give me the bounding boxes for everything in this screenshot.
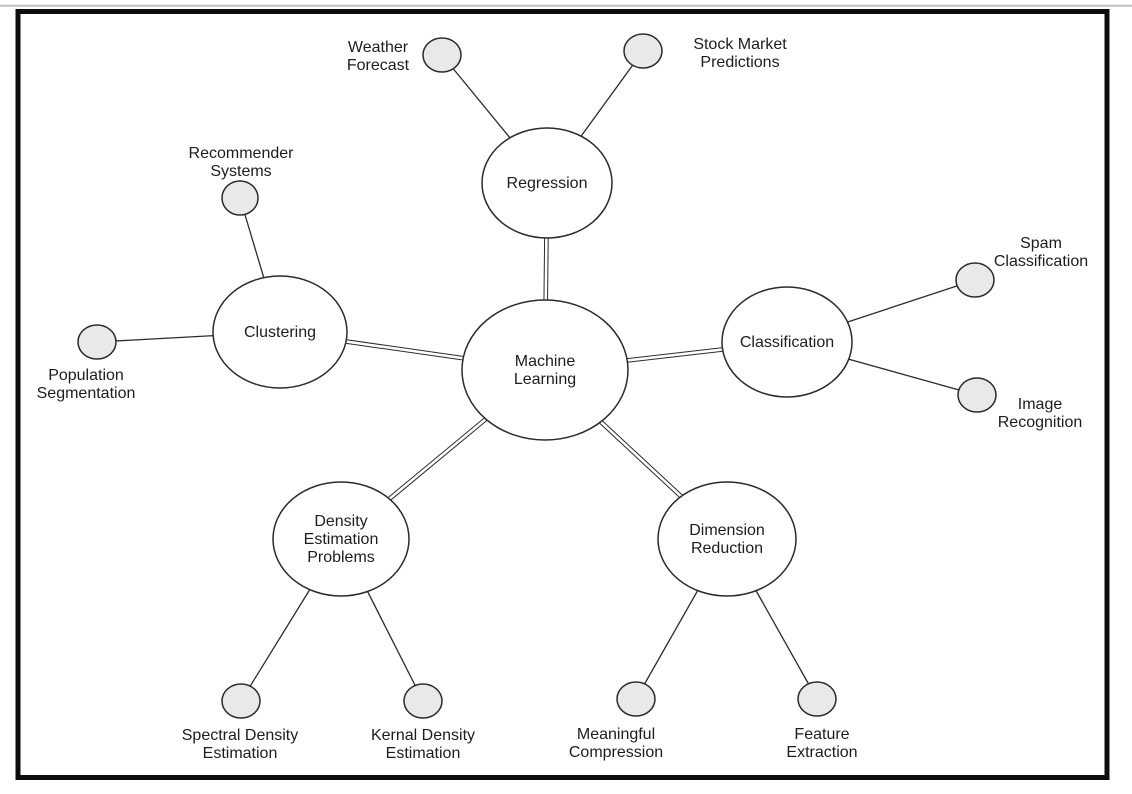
node-meaningful-compression-circle [616,681,656,717]
node-machine-learning [461,299,629,441]
diagram-frame [15,9,1110,780]
node-spectral-density-estimation-circle [221,683,261,719]
node-recommender-systems-circle [221,180,259,216]
top-edge-strip [0,4,1132,7]
node-density-estimation [272,481,410,597]
node-label-clustering: Clustering [244,324,316,341]
node-dimension-reduction [657,481,797,597]
node-label-regression: Regression [507,175,588,192]
node-weather-forecast-circle [422,37,462,73]
node-feature-extraction-circle [797,681,837,717]
node-regression [481,127,613,239]
node-stock-market-predictions-circle [623,33,663,69]
node-kernal-density-estimation-circle [403,683,443,719]
node-spam-classification-circle [955,262,995,298]
node-clustering [212,275,348,389]
node-classification [721,286,853,398]
node-label-classification: Classification [740,334,834,351]
node-image-recognition-circle [957,377,997,413]
node-population-segmentation-circle [77,324,117,360]
